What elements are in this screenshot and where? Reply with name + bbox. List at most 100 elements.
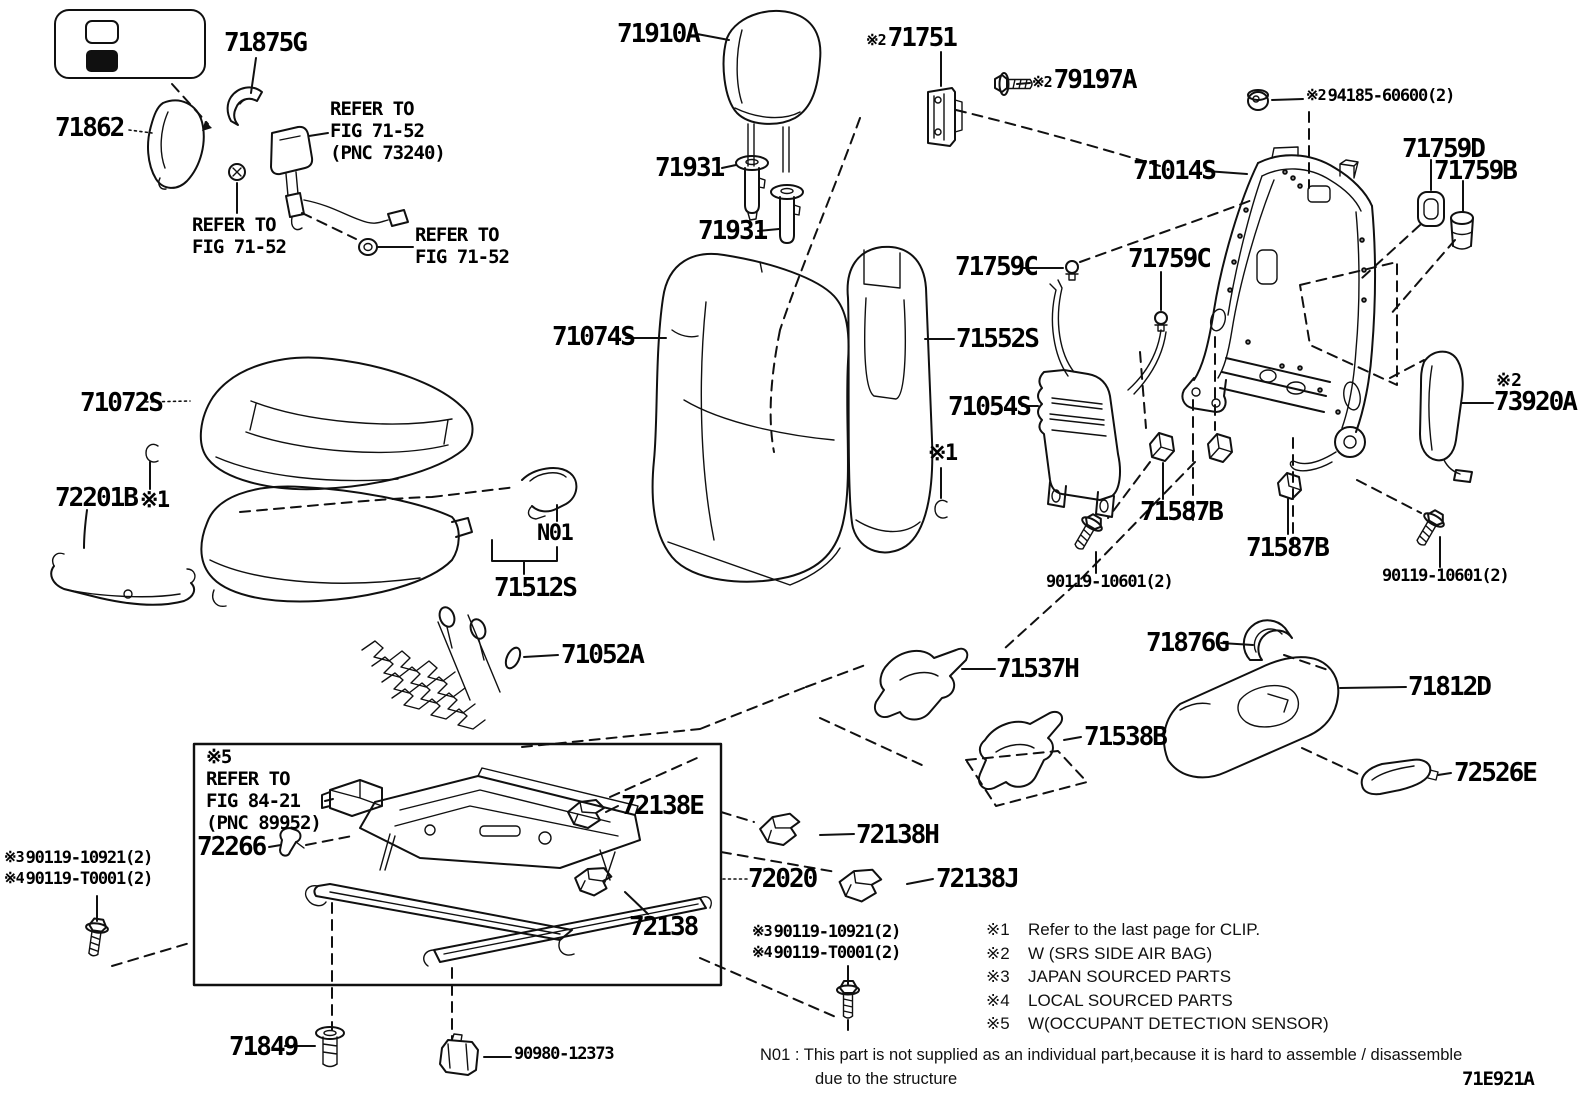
part-label-71849: 71849	[229, 1032, 299, 1062]
part-label-71014S: 71014S	[1133, 156, 1217, 186]
part-label-71759C-b: 71759C	[1128, 244, 1212, 274]
seat-track-box	[194, 744, 721, 985]
headrest-71910A	[724, 11, 821, 172]
clip-71875G	[228, 87, 262, 125]
clip-72138J	[837, 866, 883, 904]
marker-label-star2-airbag: ※2	[1496, 370, 1522, 391]
part-label-72138E: 72138E	[621, 791, 705, 821]
footnote-line1: N01 : This part is not supplied as an in…	[760, 1046, 1463, 1064]
diagram-code: 71E921A	[1462, 1068, 1535, 1090]
clip-symbol-right	[935, 500, 947, 518]
handle-72526E	[1362, 760, 1438, 795]
bracket-71751	[928, 88, 962, 146]
cushion-hook-N01	[522, 468, 576, 519]
part-label-71587B-b: 71587B	[1246, 533, 1330, 563]
ref-label-fig84-21: ※5 REFER TO FIG 84-21 (PNC 89952)	[206, 746, 322, 834]
seatback-frame-71014S	[1182, 147, 1375, 471]
seat-adjuster-72020	[306, 768, 712, 966]
part-label-N01: N01	[537, 521, 574, 546]
clip-90980-12373	[440, 1034, 478, 1075]
footnote-line2: due to the structure	[815, 1070, 958, 1088]
part-label-90119-10601-b: 90119-10601(2)	[1382, 566, 1510, 586]
side-airbag-73920A	[1420, 352, 1472, 482]
part-label-72020: 72020	[748, 864, 818, 894]
bolt-90119-10921-left	[81, 916, 111, 959]
part-label-71537H: 71537H	[996, 654, 1080, 684]
part-label-71072S: 71072S	[80, 388, 164, 418]
seatback-side-cover-71862	[148, 100, 204, 189]
part-label-71759B: 71759B	[1434, 156, 1518, 186]
bushing-71759B	[1451, 212, 1473, 249]
part-label-71587B-a: 71587B	[1140, 497, 1224, 527]
grommet-71759D	[1418, 192, 1444, 226]
part-label-73920A: 73920A	[1494, 387, 1578, 417]
ref-label-fig71-52-pnc73240: REFER TO FIG 71-52 (PNC 73240)	[330, 98, 446, 164]
ref-label-fig71-52-a: REFER TO FIG 71-52	[192, 214, 287, 258]
seatback-cover-71074S	[653, 254, 849, 585]
part-label-71052A: 71052A	[561, 640, 645, 670]
part-label-79197A: ※279197A	[1032, 65, 1138, 95]
part-label-71512S: 71512S	[494, 573, 578, 603]
clip-72138H	[758, 811, 802, 848]
bolt-71759C-left	[1066, 261, 1078, 280]
bolt-90119-10601-right	[1409, 505, 1450, 551]
spring-mat-71052A	[362, 605, 523, 729]
assembly-dashed-lines	[112, 84, 1455, 1040]
part-label-71931-a: 71931	[655, 153, 725, 183]
part-label-71751: ※271751	[866, 23, 958, 53]
cushion-wire-72201B	[51, 553, 195, 605]
nut-94185	[1248, 90, 1268, 110]
bracket-cover-71537H	[875, 649, 967, 720]
clip-symbol-left	[146, 444, 158, 462]
part-label-90119-10601-a: 90119-10601(2)	[1046, 572, 1174, 592]
part-label-72266: 72266	[197, 832, 267, 862]
clip-72138E	[567, 799, 605, 829]
part-label-72201B: 72201B	[55, 483, 139, 513]
leader-lines	[84, 34, 1493, 1057]
part-label-71910A: 71910A	[617, 19, 701, 49]
occupant-sensor-89952	[322, 780, 382, 816]
cushion-cover-71072S	[201, 358, 473, 490]
marker-label-star1-right: ※1	[928, 441, 958, 466]
side-shield-71812D	[1164, 657, 1338, 777]
part-label-90980-12373: 90980-12373	[514, 1044, 615, 1064]
clip-71587B-2	[1208, 434, 1232, 462]
seatback-board-71054S	[1038, 280, 1166, 517]
headrest-support-71931	[736, 156, 803, 243]
part-label-71538B: 71538B	[1084, 722, 1168, 752]
part-label-71862: 71862	[55, 113, 125, 143]
part-label-72138H: 72138H	[856, 820, 940, 850]
dashed-arrowhead	[202, 121, 212, 131]
part-label-71759C-a: 71759C	[955, 252, 1039, 282]
bolt-71759C-right	[1155, 312, 1167, 331]
seatback-pad-71552S	[848, 247, 933, 553]
part-label-71759D: 71759D	[1402, 134, 1486, 164]
clip-72266	[280, 828, 304, 856]
part-label-71552S: 71552S	[956, 324, 1040, 354]
bolt-90119-10921-mid	[836, 980, 860, 1019]
marker-label-star1-left: ※1	[140, 488, 170, 513]
part-label-72138: 72138	[629, 912, 699, 942]
part-label-71875G: 71875G	[224, 28, 308, 58]
cushion-pad-71512S	[201, 487, 472, 607]
part-label-71054S: 71054S	[948, 392, 1032, 422]
clip-71587B-1	[1150, 433, 1174, 461]
part-label-72138J: 72138J	[936, 864, 1020, 894]
part-label-71812D: 71812D	[1408, 672, 1492, 702]
part-label-71931-b: 71931	[698, 216, 768, 246]
bolt-71849	[316, 1027, 344, 1067]
ref-label-fig71-52-b: REFER TO FIG 71-52	[415, 224, 510, 268]
part-label-71876G: 71876G	[1146, 628, 1230, 658]
clip-72138	[573, 865, 613, 898]
part-label-71074S: 71074S	[552, 322, 636, 352]
bracket-cover-71538B	[979, 712, 1062, 789]
